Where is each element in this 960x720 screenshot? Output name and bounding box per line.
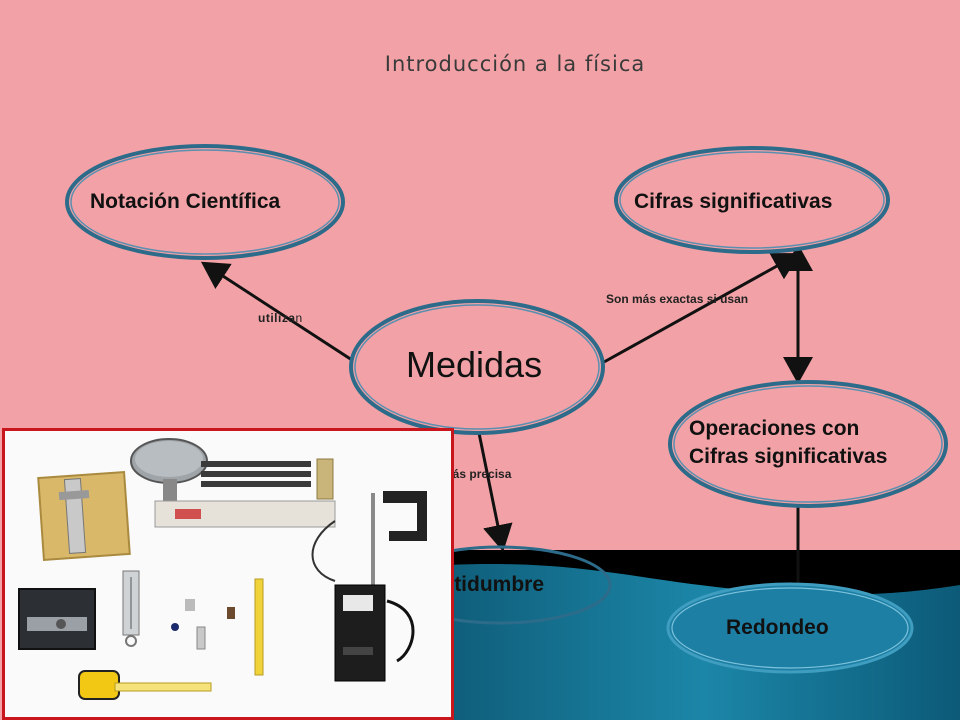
- lab-instruments-photo: [2, 428, 454, 720]
- node-redondeo-ellipse-inner: [671, 587, 909, 669]
- node-operaciones-label-line2: Cifras significativas: [689, 445, 888, 468]
- cube-icon: [185, 599, 195, 611]
- caliper-box-icon: [37, 471, 131, 561]
- ruler-icon: [254, 578, 264, 676]
- lab-stand-icon: [311, 491, 427, 593]
- node-redondeo-label: Redondeo: [726, 616, 829, 639]
- node-medidas-ellipse[interactable]: [349, 299, 605, 435]
- node-notacion-ellipse-inner: [70, 149, 340, 255]
- tape-measure-icon: [78, 670, 212, 700]
- triple-beam-balance-icon: [130, 438, 336, 528]
- edge-medidas-notacion: [200, 261, 353, 362]
- timer-device-icon: [334, 584, 415, 682]
- node-notacion-label: Notación Científica: [90, 190, 281, 213]
- node-cifras-ellipse-inner: [619, 151, 885, 249]
- edge-label-utilizan-bold: utiliza: [258, 311, 296, 325]
- slide-title: Introducción a la física: [384, 52, 646, 76]
- edge-label-utilizan-rest: n: [295, 311, 303, 325]
- node-cifras-label: Cifras significativas: [634, 190, 833, 213]
- node-medidas-label: Medidas: [406, 344, 543, 385]
- node-cifras-ellipse[interactable]: [614, 146, 890, 254]
- ball-icon: [171, 623, 179, 631]
- cylinder-icon: [227, 607, 235, 619]
- micrometer-case-icon: [18, 588, 96, 650]
- node-operaciones-ellipse-inner: [673, 385, 943, 503]
- node-notacion-ellipse[interactable]: [65, 144, 345, 260]
- node-medidas-ellipse-inner: [354, 304, 600, 430]
- node-operaciones-ellipse[interactable]: [668, 380, 948, 508]
- node-redondeo-ellipse[interactable]: [666, 582, 914, 674]
- edge-label-son-mas-exactas: Son más exactas si usan: [606, 292, 749, 306]
- rod-icon: [196, 626, 206, 650]
- spring-scale-icon: [122, 570, 140, 647]
- node-operaciones-label-line1: Operaciones con: [689, 417, 860, 440]
- edge-label-utilizan: utilizan: [258, 311, 303, 325]
- lab-measuring-instruments-photo-icon: [5, 431, 451, 717]
- edge-medidas-cifras: [603, 253, 801, 364]
- edge-medidas-incertidumbre: [476, 427, 513, 552]
